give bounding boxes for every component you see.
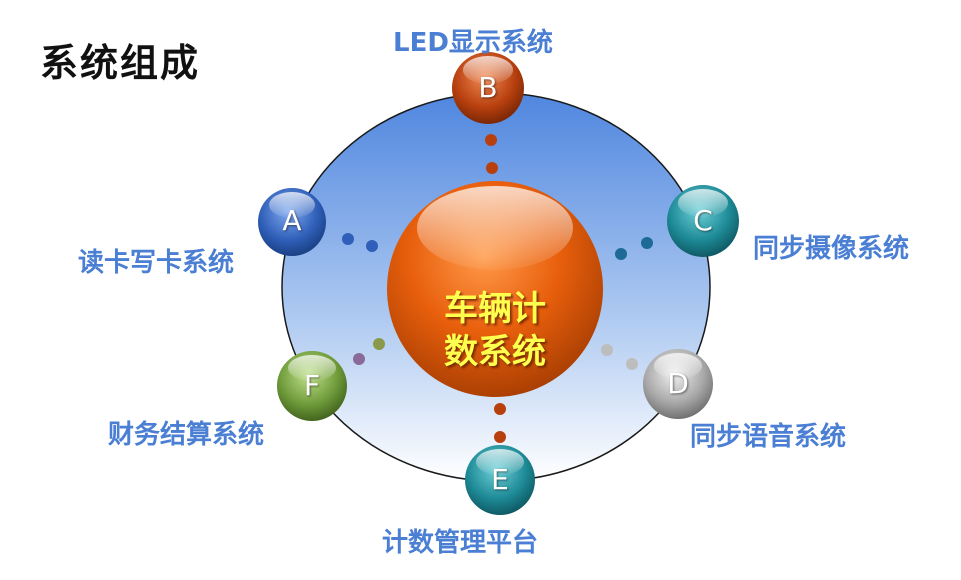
- node-c: [667, 185, 739, 257]
- node-a: [258, 188, 326, 256]
- connector-e: [494, 403, 506, 443]
- connector-c: [615, 237, 653, 260]
- center-label-line1: 车辆计: [444, 289, 546, 329]
- node-f-label: 财务结算系统: [108, 420, 265, 450]
- node-e-label: 计数管理平台: [382, 528, 539, 558]
- node-e: [465, 445, 535, 515]
- node-f: [277, 351, 347, 421]
- node-b-label: LED显示系统: [393, 28, 553, 58]
- node-b: [452, 52, 524, 124]
- node-e-letter: E: [491, 463, 509, 496]
- node-a-letter: A: [282, 204, 302, 237]
- connector-b: [485, 134, 498, 174]
- page-title: 系统组成: [40, 41, 201, 85]
- node-c-letter: C: [693, 204, 713, 237]
- connector-f: [353, 338, 385, 365]
- center-label: 车辆计 数系统: [395, 288, 595, 373]
- node-a-label: 读卡写卡系统: [78, 248, 235, 278]
- node-f-letter: F: [303, 369, 321, 402]
- connector-d: [601, 344, 638, 370]
- node-c-label: 同步摄像系统: [753, 234, 910, 264]
- center-label-line2: 数系统: [444, 331, 546, 372]
- node-d-letter: D: [667, 367, 689, 400]
- node-d-label: 同步语音系统: [690, 422, 847, 452]
- node-b-letter: B: [478, 71, 498, 104]
- node-d: [643, 349, 713, 419]
- center-sphere: [387, 181, 603, 397]
- connector-a: [342, 233, 378, 252]
